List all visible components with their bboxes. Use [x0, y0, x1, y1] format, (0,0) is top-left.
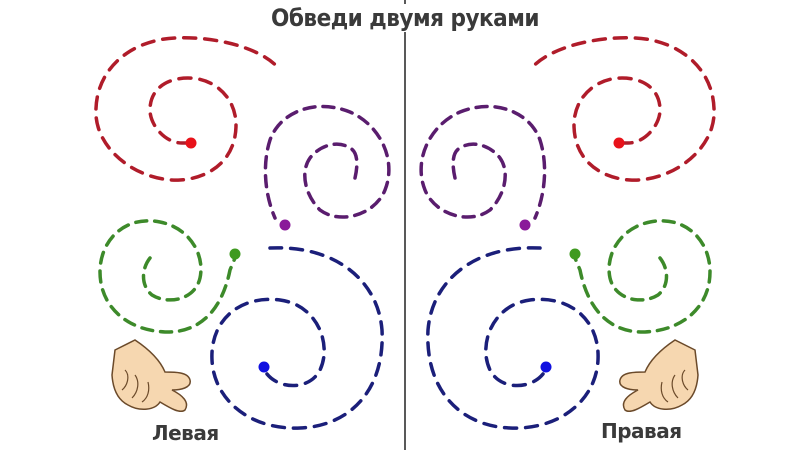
left-half: [94, 36, 391, 430]
purple-start-dot-left: [279, 219, 291, 231]
blue-start-dot-left: [258, 361, 270, 373]
blue-spiral-left: [210, 246, 384, 430]
blue-start-dot-right: [540, 361, 552, 373]
worksheet-title: Обведи двумя руками: [0, 4, 810, 32]
purple-spiral-right: [419, 104, 547, 220]
green-start-dot-left: [229, 248, 241, 260]
purple-start-dot-right: [519, 219, 531, 231]
purple-spiral-left: [263, 104, 391, 220]
left-hand-label: Левая: [152, 421, 219, 445]
green-start-dot-right: [569, 248, 581, 260]
green-spiral-left: [98, 219, 237, 334]
right-hand-icon: [619, 339, 699, 413]
blue-spiral-right: [426, 246, 600, 430]
red-spiral-right: [528, 36, 716, 182]
left-hand-icon: [111, 339, 191, 413]
red-start-dot-left: [185, 137, 197, 149]
red-start-dot-right: [613, 137, 625, 149]
green-spiral-right: [573, 219, 712, 334]
right-hand-label: Правая: [601, 419, 682, 443]
right-half: [419, 36, 716, 430]
red-spiral-left: [94, 36, 282, 182]
title-text: Обведи двумя руками: [266, 4, 544, 32]
